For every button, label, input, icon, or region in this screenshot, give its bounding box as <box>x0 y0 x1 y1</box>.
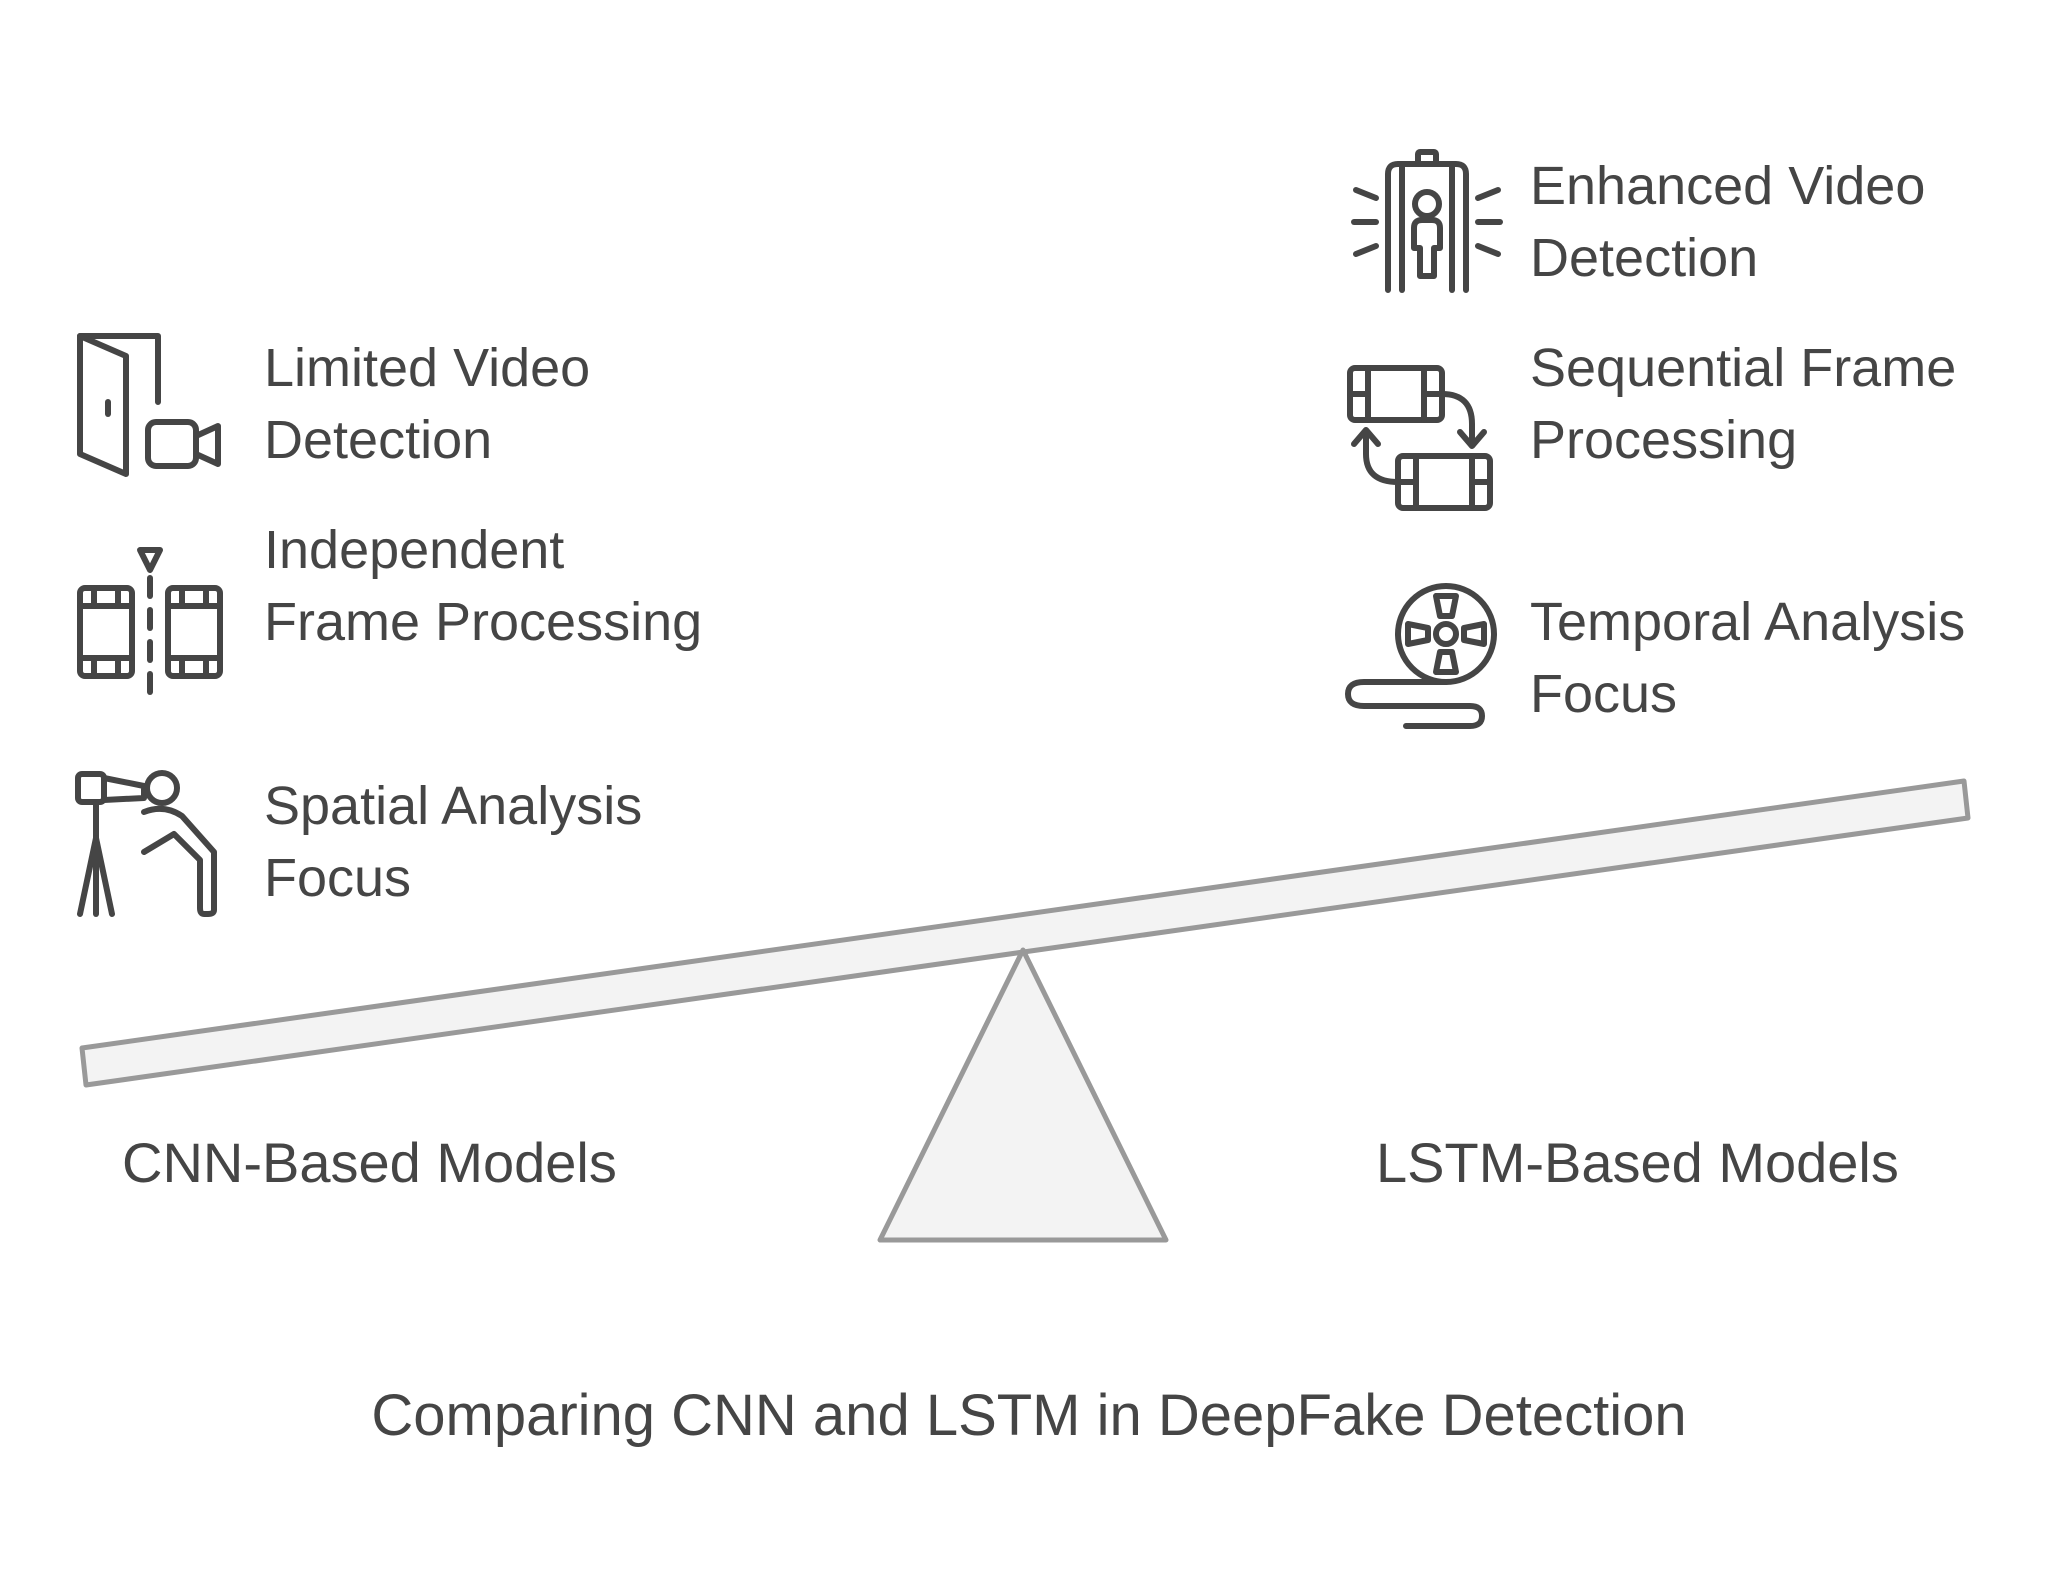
sequential-frames-icon <box>1346 364 1498 512</box>
left-item-1-label: Limited Video Detection <box>264 338 591 470</box>
body-scanner-icon <box>1351 148 1503 293</box>
seesaw-beam <box>79 778 1971 1088</box>
film-reel-icon <box>1344 582 1497 732</box>
lstm-models-label: LSTM-Based Models <box>1376 1131 1899 1194</box>
right-item-1-label: Enhanced Video Detection <box>1530 156 1926 288</box>
seesaw-fulcrum <box>877 947 1169 1243</box>
telescope-observer-icon <box>74 768 224 918</box>
left-item-3-label: Spatial Analysis Focus <box>264 776 643 908</box>
door-video-icon <box>77 332 223 477</box>
cnn-models-label: CNN-Based Models <box>122 1131 617 1194</box>
right-item-2-label: Sequential Frame Processing <box>1530 338 1957 470</box>
diagram-title: Comparing CNN and LSTM in DeepFake Detec… <box>371 1383 1687 1448</box>
split-frames-icon <box>77 547 223 696</box>
right-item-3-label: Temporal Analysis Focus <box>1530 592 1966 724</box>
left-item-2-label: Independent Frame Processing <box>264 520 703 652</box>
